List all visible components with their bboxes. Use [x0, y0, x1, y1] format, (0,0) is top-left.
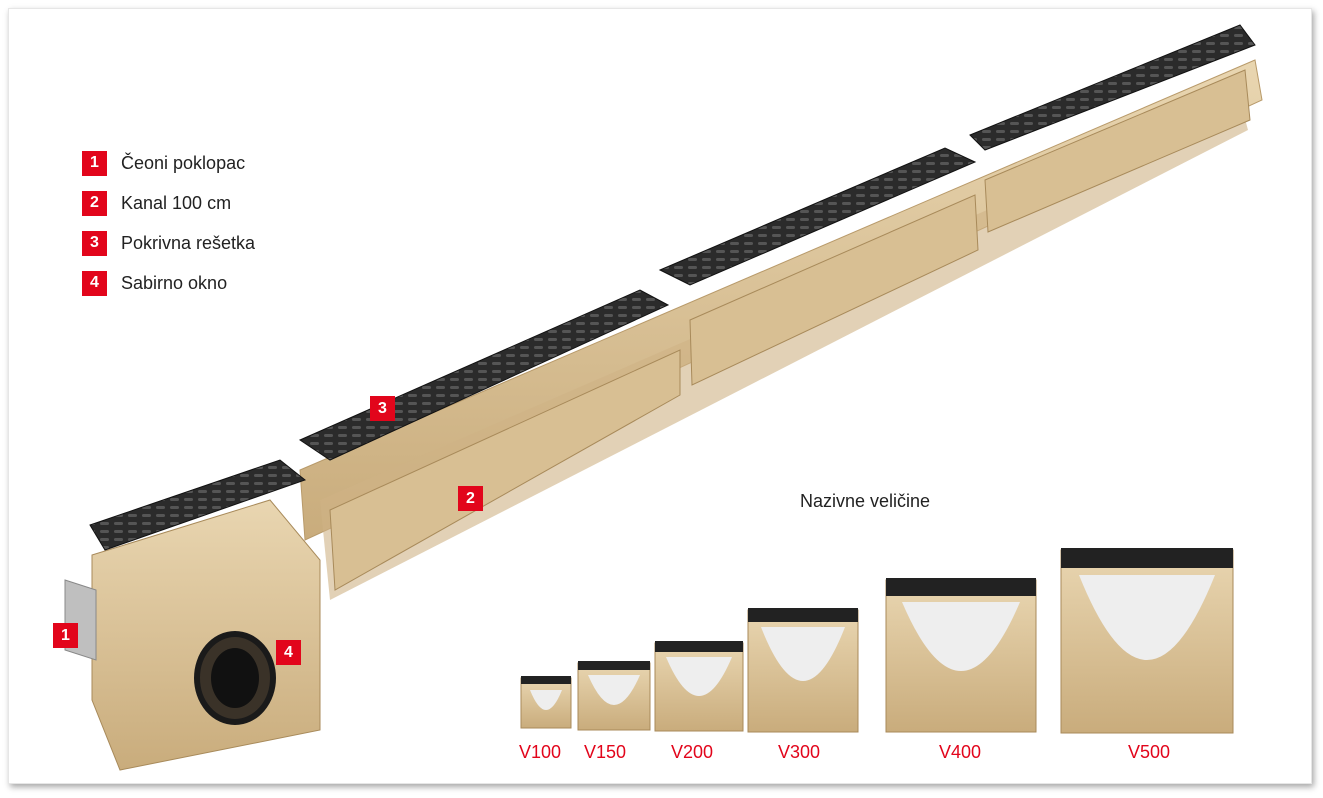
section-v200: [654, 641, 744, 732]
size-label-v400: V400: [939, 742, 982, 762]
size-label-v150: V150: [584, 742, 627, 762]
sizes-title: Nazivne veličine: [800, 491, 931, 511]
legend-item: 4 Sabirno okno: [82, 263, 255, 303]
legend-number: 2: [82, 190, 107, 216]
size-sections: [520, 548, 1234, 734]
legend-item: 3 Pokrivna rešetka: [82, 223, 255, 263]
callout-grate: 3: [370, 396, 395, 421]
channel-run: [299, 59, 1263, 600]
callout-sump: 4: [276, 640, 301, 665]
legend-number: 3: [82, 230, 107, 256]
legend-number: 4: [82, 270, 107, 296]
legend-label: Čeoni poklopac: [121, 152, 246, 173]
size-label-v200: V200: [671, 742, 714, 762]
section-v100: [520, 676, 572, 729]
section-v300: [747, 608, 859, 733]
section-v400: [885, 578, 1037, 733]
legend-item: 2 Kanal 100 cm: [82, 183, 255, 223]
legend: 1 Čeoni poklopac 2 Kanal 100 cm 3 Pokrivna …: [82, 143, 255, 303]
legend-label: Kanal 100 cm: [121, 192, 232, 213]
size-label-v500: V500: [1128, 742, 1171, 762]
section-v500: [1060, 548, 1234, 734]
legend-number: 1: [82, 150, 107, 176]
size-label-v300: V300: [778, 742, 821, 762]
callout-channel: 2: [458, 486, 483, 511]
legend-label: Pokrivna rešetka: [121, 232, 256, 253]
legend-label: Sabirno okno: [121, 272, 228, 293]
section-v150: [577, 661, 651, 731]
sump-unit: [64, 459, 321, 771]
grate-run: [298, 24, 1256, 461]
callout-end-cap: 1: [53, 623, 78, 648]
size-label-v100: V100: [519, 742, 562, 762]
legend-item: 1 Čeoni poklopac: [82, 143, 255, 183]
